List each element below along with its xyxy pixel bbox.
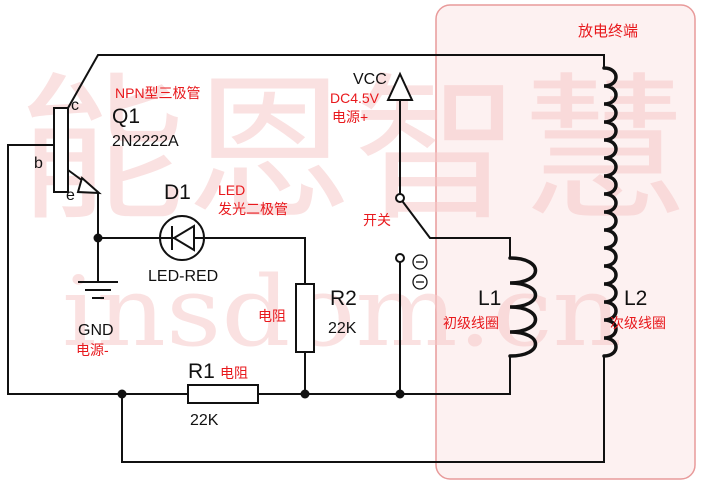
label-pin-b: b <box>34 155 43 172</box>
label-r2-value: 22K <box>328 320 357 337</box>
vcc-symbol <box>386 71 414 101</box>
label-r2-name: R2 <box>330 287 357 310</box>
label-gnd: GND <box>78 322 114 339</box>
label-pin-c: c <box>71 97 79 114</box>
resistor-r1 <box>187 384 259 404</box>
label-led: LED <box>218 182 245 198</box>
junction-switch-bottom <box>395 389 405 399</box>
gnd-symbol <box>78 281 118 299</box>
label-r1-name: R1 <box>188 360 215 383</box>
diode-triangle-icon <box>172 224 195 252</box>
label-pin-e: e <box>66 187 75 204</box>
label-l2-desc: 次级线圈 <box>610 315 666 331</box>
transistor-base-bar <box>53 107 69 193</box>
switch-contact-top <box>395 193 405 203</box>
wires <box>7 54 605 463</box>
label-gnd-desc: 电源- <box>76 342 109 358</box>
switch <box>395 193 428 290</box>
transistor-q1 <box>53 107 102 195</box>
label-r2-desc: 电阻 <box>258 308 286 324</box>
label-l2-name: L2 <box>624 287 647 310</box>
junction-emitter-node <box>93 233 103 243</box>
label-l1-desc: 初级线圈 <box>443 315 499 331</box>
resistor-r2 <box>295 283 315 353</box>
label-vcc-desc: 电源+ <box>332 109 368 125</box>
vcc-arrow-icon <box>386 71 414 101</box>
label-vcc-voltage: DC4.5V <box>330 90 380 106</box>
label-discharge-terminal: 放电终端 <box>578 23 638 40</box>
label-led-desc: 发光二极管 <box>218 201 288 217</box>
label-l1-name: L1 <box>478 287 501 310</box>
highlight-region <box>435 4 696 480</box>
coil-l1 <box>508 256 538 358</box>
label-r1-desc: 电阻 <box>220 365 248 381</box>
label-switch: 开关 <box>363 212 391 228</box>
junction-r1-left <box>117 389 127 399</box>
junction-r2-bottom <box>300 389 310 399</box>
watermark-line2: insdom.cn <box>62 256 622 368</box>
label-q1-name: Q1 <box>112 105 140 128</box>
switch-contact-bottom <box>395 253 405 263</box>
junction-dots <box>93 233 405 399</box>
label-q1-model: 2N2222A <box>112 133 179 150</box>
label-vcc: VCC <box>353 71 387 88</box>
label-d1-model: LED-RED <box>148 268 218 285</box>
emitter-arrow-icon <box>76 176 102 195</box>
led-d1 <box>159 215 205 261</box>
watermark-line1: 能恩智慧 <box>18 59 688 243</box>
label-d1-name: D1 <box>164 181 191 204</box>
label-q1-type: NPN型三极管 <box>115 85 201 101</box>
label-r1-value: 22K <box>190 412 219 429</box>
coil-l2 <box>602 66 618 358</box>
